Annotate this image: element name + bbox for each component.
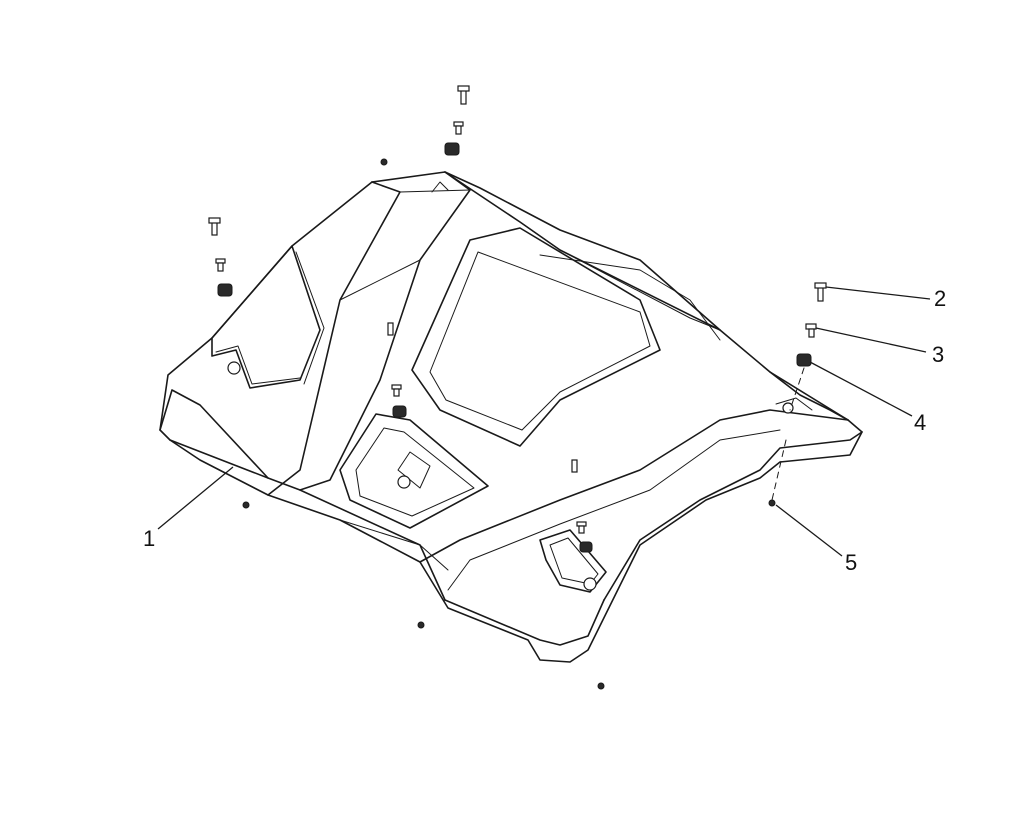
leader-1 (157, 466, 234, 530)
hardware-right-lower (576, 521, 593, 553)
callout-2: 2 (934, 286, 946, 311)
body-panel (159, 171, 863, 663)
callout-labels: 1 2 3 4 5 (143, 286, 946, 575)
leader-lines (157, 286, 931, 557)
callout-3: 3 (932, 342, 944, 367)
leader-4 (809, 361, 913, 417)
leader-2 (825, 286, 931, 300)
callout-4: 4 (914, 410, 926, 435)
callout-1: 1 (143, 526, 155, 551)
leader-3 (815, 327, 927, 353)
hardware-loose-nuts (242, 499, 776, 690)
callout-5: 5 (845, 550, 857, 575)
leader-5 (775, 504, 843, 557)
hardware-right-stack (771, 282, 827, 501)
hardware-top-center (380, 85, 470, 166)
hardware-center (387, 322, 578, 473)
hardware-top-left (208, 217, 233, 297)
